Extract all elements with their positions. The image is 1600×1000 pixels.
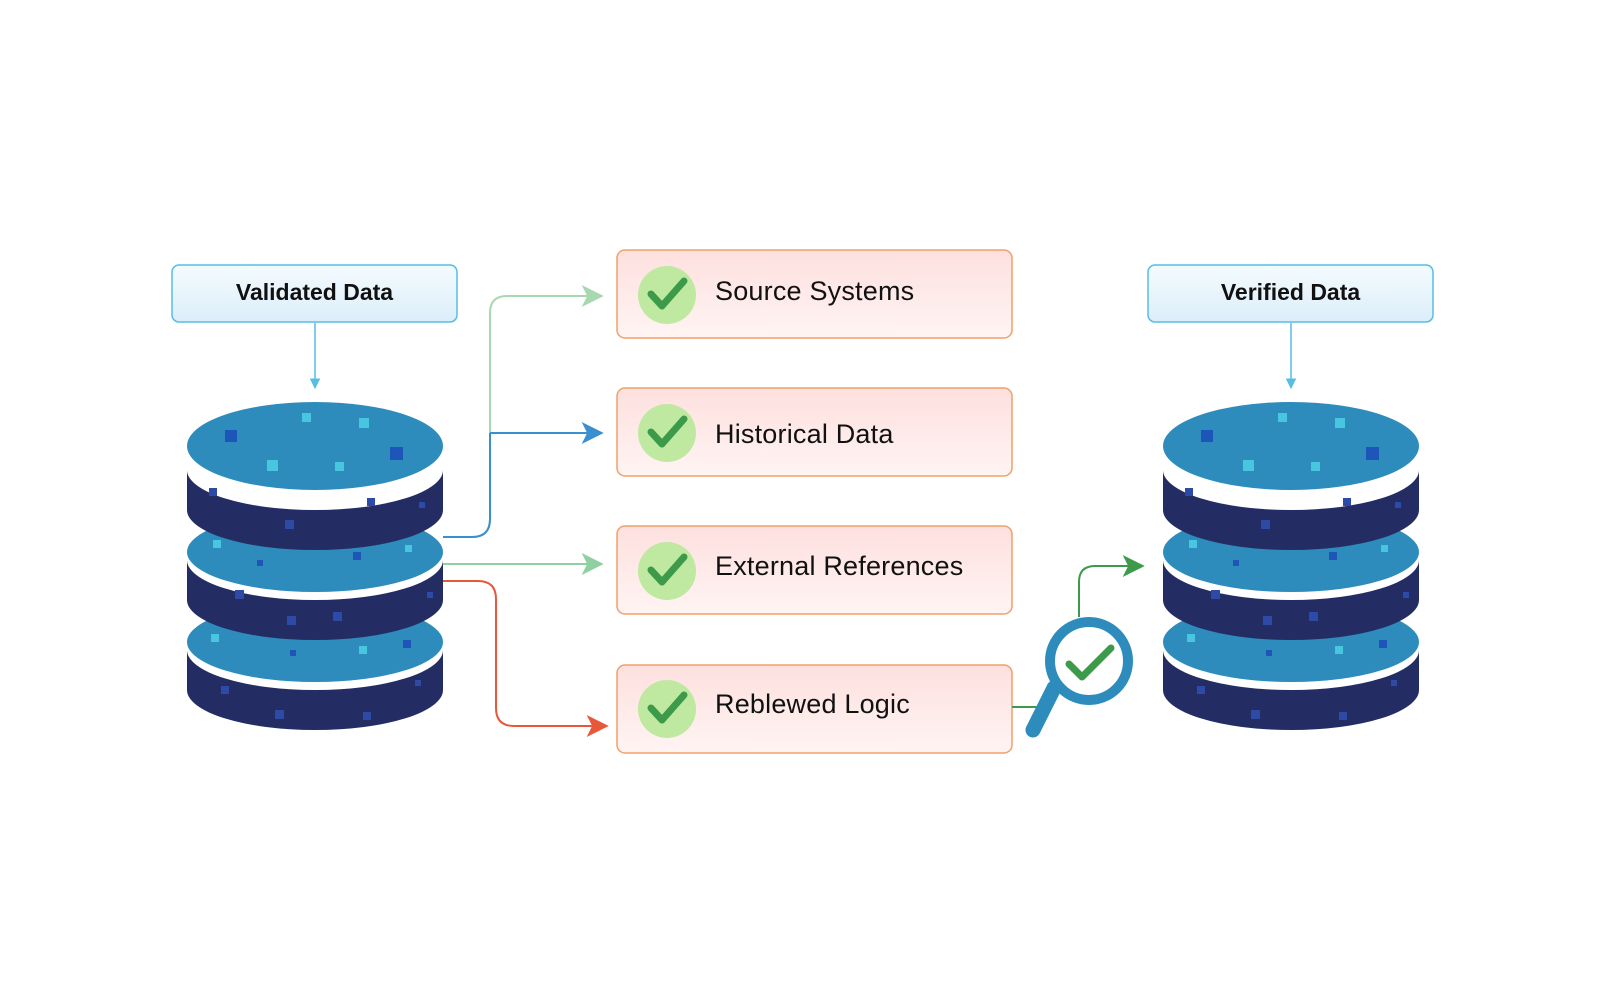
validated-data-label: Validated Data xyxy=(171,264,458,323)
source-systems-text: Source Systems xyxy=(715,276,914,306)
arrow-to-reviewed-logic xyxy=(443,580,609,737)
external-references-text: External References xyxy=(715,551,963,581)
check-icon xyxy=(638,266,696,324)
check-source-systems: Source Systems xyxy=(616,249,1013,339)
historical-data-text: Historical Data xyxy=(715,419,894,449)
arrow-to-verified-database xyxy=(1078,555,1145,617)
verified-data-text: Verified Data xyxy=(1221,279,1361,305)
validated-data-text: Validated Data xyxy=(236,279,393,305)
magnifier-check-icon xyxy=(1025,617,1133,738)
arrow-to-source-systems xyxy=(443,285,604,538)
check-icon xyxy=(638,680,696,738)
check-reviewed-logic: Reblewed Logic xyxy=(616,664,1013,754)
source-database-icon xyxy=(187,402,443,730)
check-icon xyxy=(638,542,696,600)
check-historical-data: Historical Data xyxy=(616,387,1013,477)
target-database-icon xyxy=(1163,402,1419,730)
check-external-references: External References xyxy=(616,525,1013,615)
check-icon xyxy=(638,404,696,462)
reviewed-logic-text: Reblewed Logic xyxy=(715,689,910,719)
verified-data-label: Verified Data xyxy=(1147,264,1434,323)
arrow-historical-branch xyxy=(443,433,491,538)
